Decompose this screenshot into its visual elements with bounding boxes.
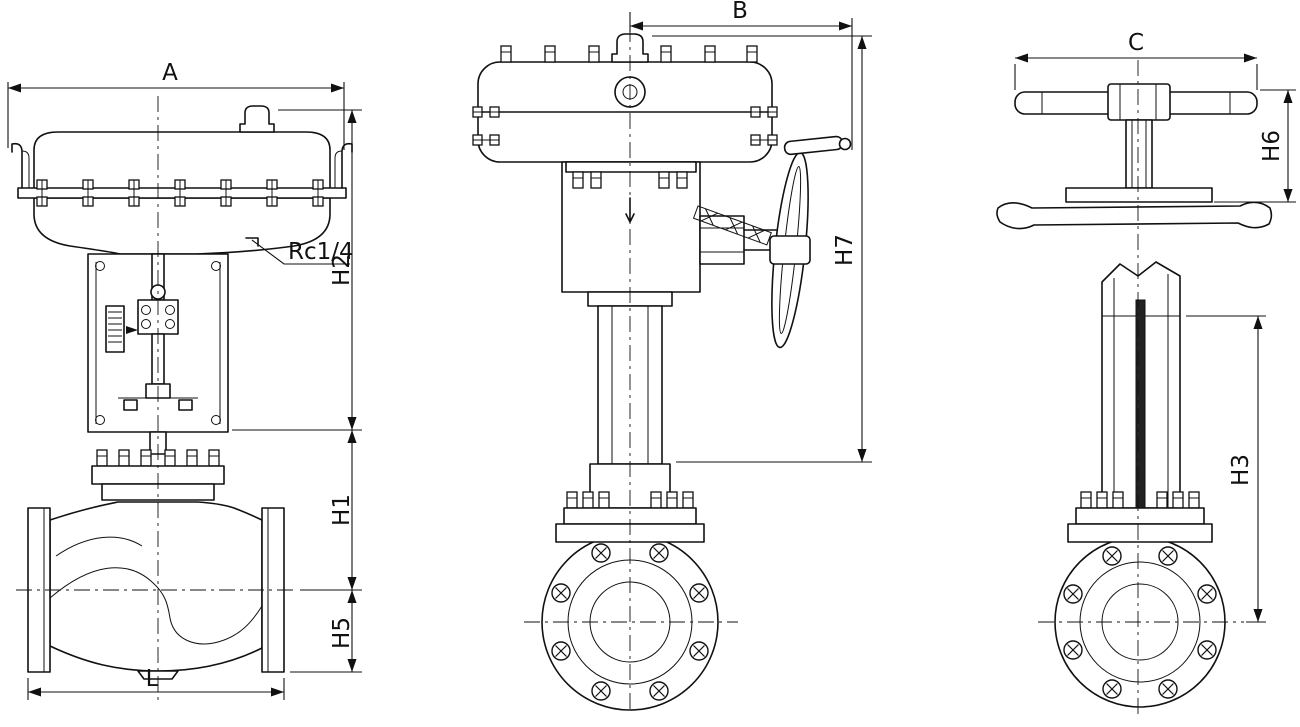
dim-b: B [629,0,853,150]
stem-flange-rear [1067,491,1213,543]
front-view: Rc1/4 A H2 H1 H5 L [7,60,362,700]
top-cap [239,105,275,133]
dim-h3: H3 [1186,315,1266,623]
dim-l: L [27,666,285,700]
dim-h6: H6 [1214,89,1296,203]
dim-a: A [7,60,345,150]
dim-label-h5: H5 [329,617,355,649]
yoke-plate-break [996,201,1273,230]
yoke-side [561,161,701,293]
lifting-lug-right [334,142,353,189]
dim-h2: H2 [232,109,362,431]
dim-label-b: B [732,0,748,24]
rear-view: C H6 H3 [996,30,1296,714]
mount-plate-rear [1065,187,1213,203]
dim-label-h7: H7 [832,234,858,266]
dim-label-h6: H6 [1259,130,1285,162]
actuator-side [472,33,778,163]
crank-handle [783,135,844,156]
dim-label-l: L [146,666,159,692]
stem-rear [1065,119,1213,203]
port-callout: Rc1/4 [251,239,354,265]
dim-label-h3: H3 [1228,454,1254,486]
handwheel-hub-rear [1107,83,1171,121]
handwheel-rear [1014,83,1258,121]
dim-h1: H1 [300,430,362,591]
port-label: Rc1/4 [288,239,354,265]
dim-label-h1: H1 [329,494,355,526]
declutch-gearbox [699,215,745,265]
valve-body-front [27,501,285,680]
dim-c: C [1014,30,1258,90]
dim-h5: H5 [290,590,362,673]
crank-knob [838,137,852,151]
air-port [245,237,259,247]
declutch-linkage [692,205,772,246]
yoke-legs-rear [1101,261,1181,509]
actuator-front [11,105,353,255]
handwheel-side [692,135,852,349]
travel-scale [105,305,138,353]
side-view: B H7 [472,0,872,714]
dim-label-c: C [1128,30,1144,56]
handwheel-hub [769,235,811,265]
dim-label-h2: H2 [329,254,355,286]
dim-label-a: A [162,60,178,86]
dim-h7: H7 [652,35,872,463]
lifting-lug-left [11,142,30,189]
valve-stem-rear [1135,299,1146,509]
